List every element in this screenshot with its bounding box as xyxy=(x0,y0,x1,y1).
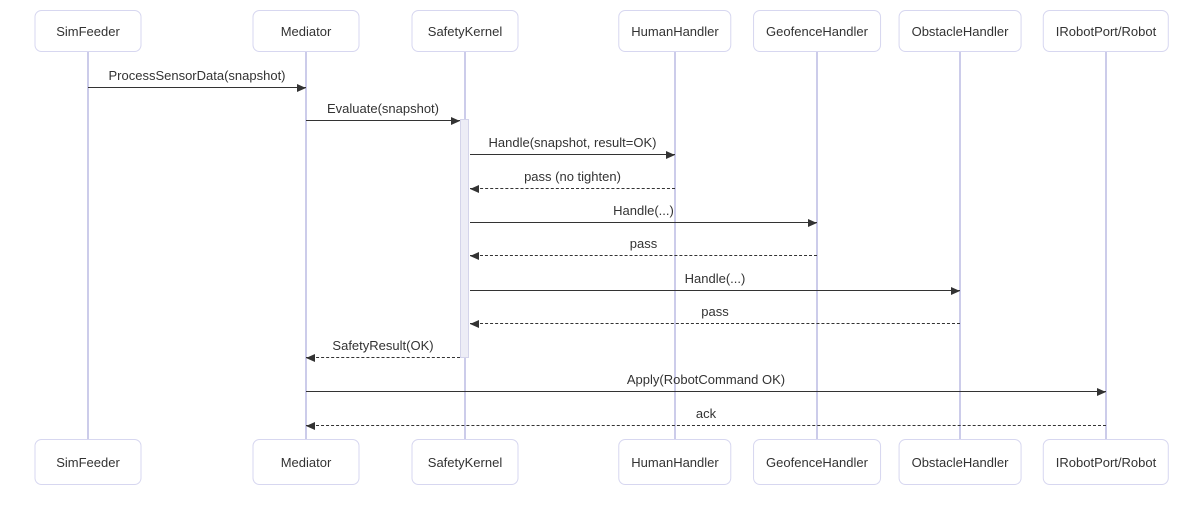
actor-bottom-simfeeder: SimFeeder xyxy=(34,439,142,485)
arrowhead-left-icon xyxy=(470,252,479,260)
message-label: Handle(...) xyxy=(613,203,674,218)
message-pass-obstacle: pass xyxy=(470,304,960,328)
actor-top-mediator: Mediator xyxy=(252,10,360,52)
actor-bottom-mediator: Mediator xyxy=(252,439,360,485)
lifeline-irobotport xyxy=(1105,51,1107,440)
actor-bottom-obstaclehandler: ObstacleHandler xyxy=(898,439,1022,485)
lifeline-humanhandler xyxy=(674,51,676,440)
actor-bottom-humanhandler: HumanHandler xyxy=(618,439,732,485)
arrowhead-right-icon xyxy=(808,219,817,227)
message-line xyxy=(470,188,675,189)
message-label: SafetyResult(OK) xyxy=(332,338,434,353)
message-line xyxy=(306,120,460,121)
message-label: pass xyxy=(629,236,658,251)
actor-top-simfeeder: SimFeeder xyxy=(34,10,142,52)
message-label: Evaluate(snapshot) xyxy=(326,101,440,116)
arrowhead-right-icon xyxy=(297,84,306,92)
arrowhead-left-icon xyxy=(470,320,479,328)
lifeline-mediator xyxy=(305,51,307,440)
message-apply-robot-command: Apply(RobotCommand OK) xyxy=(306,372,1106,396)
message-process-sensor-data: ProcessSensorData(snapshot) xyxy=(88,68,306,92)
message-line xyxy=(306,357,460,358)
message-pass-geofence: pass xyxy=(470,236,817,260)
arrowhead-left-icon xyxy=(306,422,315,430)
message-line xyxy=(470,255,817,256)
message-line xyxy=(470,323,960,324)
arrowhead-left-icon xyxy=(306,354,315,362)
actor-top-irobotport: IRobotPort/Robot xyxy=(1042,10,1170,52)
arrowhead-left-icon xyxy=(470,185,479,193)
arrowhead-right-icon xyxy=(1097,388,1106,396)
arrowhead-right-icon xyxy=(951,287,960,295)
message-handle-obstacle: Handle(...) xyxy=(470,271,960,295)
actor-top-humanhandler: HumanHandler xyxy=(618,10,732,52)
message-label: pass (no tighten) xyxy=(524,169,621,184)
message-label: Handle(snapshot, result=OK) xyxy=(488,135,657,150)
message-evaluate: Evaluate(snapshot) xyxy=(306,101,460,125)
activation-bar-safetykernel xyxy=(460,119,469,358)
lifeline-obstaclehandler xyxy=(959,51,961,440)
lifeline-simfeeder xyxy=(87,51,89,440)
message-ack: ack xyxy=(306,406,1106,430)
actor-top-obstaclehandler: ObstacleHandler xyxy=(898,10,1022,52)
message-line xyxy=(470,290,960,291)
message-line xyxy=(306,391,1106,392)
message-handle-human: Handle(snapshot, result=OK) xyxy=(470,135,675,159)
arrowhead-right-icon xyxy=(666,151,675,159)
message-line xyxy=(88,87,306,88)
message-label: Handle(...) xyxy=(684,271,746,286)
actor-top-geofencehandler: GeofenceHandler xyxy=(753,10,881,52)
message-label: pass xyxy=(701,304,729,319)
message-pass-no-tighten: pass (no tighten) xyxy=(470,169,675,193)
message-label: ack xyxy=(695,406,717,421)
arrowhead-right-icon xyxy=(451,117,460,125)
message-line xyxy=(470,154,675,155)
message-line xyxy=(470,222,817,223)
message-label: ProcessSensorData(snapshot) xyxy=(108,68,286,83)
lifeline-geofencehandler xyxy=(816,51,818,440)
message-label: Apply(RobotCommand OK) xyxy=(626,372,786,387)
actor-top-safetykernel: SafetyKernel xyxy=(411,10,519,52)
message-line xyxy=(306,425,1106,426)
actor-bottom-geofencehandler: GeofenceHandler xyxy=(753,439,881,485)
actor-bottom-irobotport: IRobotPort/Robot xyxy=(1042,439,1170,485)
message-handle-geofence: Handle(...) xyxy=(470,203,817,227)
message-safety-result: SafetyResult(OK) xyxy=(306,338,460,362)
actor-bottom-safetykernel: SafetyKernel xyxy=(411,439,519,485)
